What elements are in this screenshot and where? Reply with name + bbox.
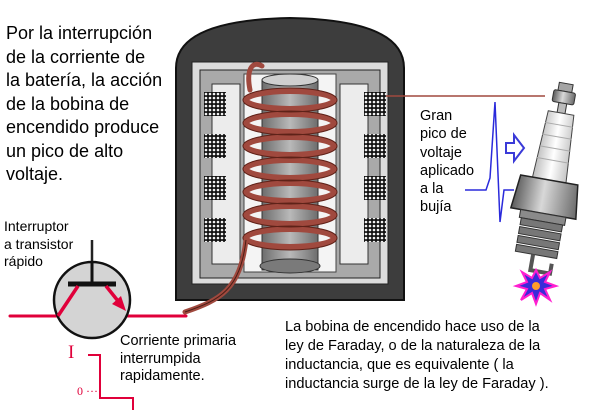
primary-current-label: Corriente primaria interrumpida rapidame… bbox=[120, 333, 237, 384]
voltage-spike bbox=[465, 101, 514, 223]
npn-transistor-icon bbox=[52, 240, 132, 340]
transistor-switch-label: Interruptor a transistor rápido bbox=[4, 218, 74, 269]
current-waveform bbox=[88, 354, 134, 410]
secondary-winding bbox=[204, 92, 386, 242]
intro-description: Por la interrupción de la corriente de l… bbox=[6, 23, 163, 184]
outline-arrow-icon bbox=[505, 132, 526, 164]
graph-current-axis-label: I bbox=[68, 342, 75, 363]
primary-current-graph bbox=[88, 354, 134, 410]
graph-zero-label: 0 ···· bbox=[77, 384, 102, 398]
faraday-note: La bobina de encendido hace uso de la le… bbox=[285, 319, 549, 392]
voltage-spike-label: Gran pico de voltaje aplicado a la bujía bbox=[420, 108, 475, 216]
spark-plug-icon bbox=[509, 81, 579, 276]
ignition-coil bbox=[175, 16, 405, 315]
